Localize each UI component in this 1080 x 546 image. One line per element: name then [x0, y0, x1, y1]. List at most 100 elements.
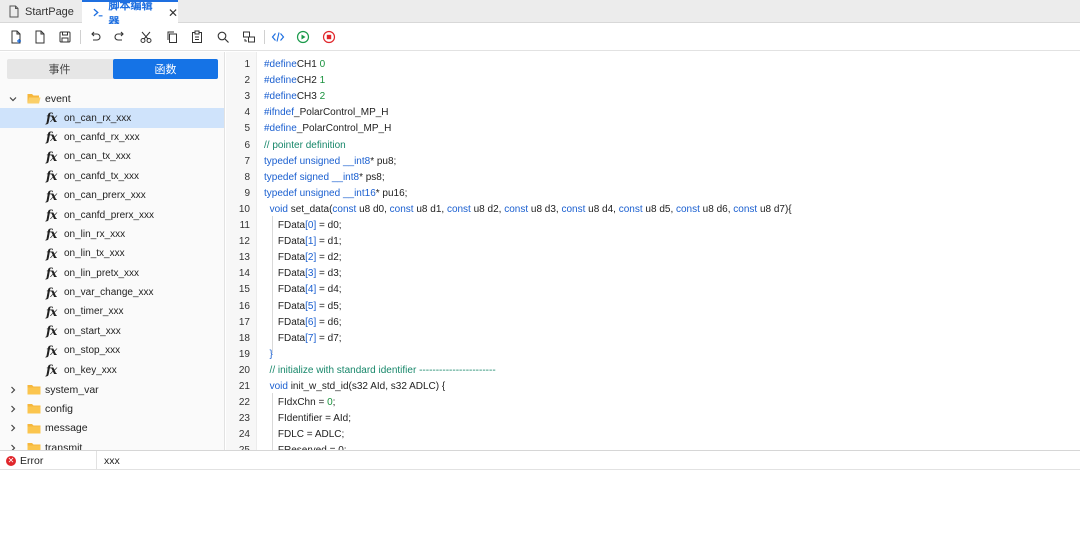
- tab-script-editor[interactable]: 脚本编辑器 ✕: [82, 0, 178, 28]
- output-message: xxx: [104, 454, 120, 467]
- code-line[interactable]: FData[5] = d5;: [264, 299, 342, 315]
- code-text: _PolarControl_MP_H: [294, 107, 389, 119]
- code-line[interactable]: FData[4] = d4;: [264, 282, 342, 298]
- line-number: 7: [244, 155, 250, 167]
- toolbar-separator: [80, 30, 81, 44]
- code-keyword: const: [332, 203, 357, 215]
- code-text: FData: [264, 236, 306, 248]
- tree-folder-label: message: [45, 422, 88, 435]
- chevron-right-icon[interactable]: [8, 404, 18, 414]
- code-line[interactable]: FData[2] = d2;: [264, 250, 342, 266]
- segment-functions[interactable]: 函数: [113, 59, 218, 79]
- output-level-cell: ✕ Error: [0, 451, 97, 470]
- code-line[interactable]: void set_data(const u8 d0, const u8 d1, …: [264, 202, 792, 218]
- code-line[interactable]: FDLC = ADLC;: [264, 427, 344, 443]
- code-keyword: void: [269, 381, 288, 392]
- code-keyword: #define: [264, 91, 297, 103]
- replace-icon[interactable]: [241, 29, 257, 45]
- tree-folder-config[interactable]: config: [0, 399, 224, 418]
- output-row[interactable]: ✕ Error xxx: [0, 451, 1080, 470]
- save-icon[interactable]: [57, 29, 73, 45]
- run-icon[interactable]: [295, 29, 311, 45]
- segment-events[interactable]: 事件: [48, 64, 71, 76]
- code-line[interactable]: void init_w_std_id(s32 AId, s32 ADLC) {: [264, 379, 446, 395]
- chevron-down-icon[interactable]: [8, 94, 18, 104]
- code-keyword: const: [618, 203, 643, 215]
- code-number: 0: [327, 397, 333, 409]
- code-text: u8 d2,: [470, 203, 505, 215]
- tree-folder-system-var[interactable]: system_var: [0, 380, 224, 399]
- tab-startpage[interactable]: StartPage: [0, 0, 80, 23]
- code-keyword: const: [733, 203, 758, 215]
- code-text: = d5;: [316, 300, 342, 312]
- chevron-right-icon[interactable]: [8, 443, 18, 450]
- code-number: 2: [319, 91, 326, 103]
- function-icon: fx: [46, 149, 57, 164]
- open-file-icon[interactable]: [32, 29, 48, 45]
- code-line[interactable]: FReserved = 0;: [264, 443, 347, 450]
- code-line[interactable]: #defineCH2 1: [264, 73, 325, 89]
- code-line[interactable]: #ifndef_PolarControl_MP_H: [264, 105, 389, 121]
- code-line[interactable]: typedef unsigned __int8* pu8;: [264, 154, 396, 170]
- code-keyword: #ifndef: [264, 107, 295, 119]
- code-line[interactable]: FData[6] = d6;: [264, 315, 342, 331]
- code-text: FData: [264, 300, 306, 312]
- code-keyword: typedef unsigned __int8: [264, 155, 371, 167]
- code-line[interactable]: typedef unsigned __int16* pu16;: [264, 186, 407, 202]
- code-line[interactable]: #define_PolarControl_MP_H: [264, 121, 391, 137]
- line-number: 24: [238, 429, 250, 441]
- tree-folder-label: transmit: [45, 441, 83, 450]
- code-line[interactable]: FData[1] = d1;: [264, 234, 342, 250]
- function-icon: fx: [46, 227, 57, 242]
- document-icon: [9, 5, 19, 18]
- tree-function-label: on_canfd_rx_xxx: [64, 131, 140, 143]
- search-icon[interactable]: [215, 29, 231, 45]
- stop-icon[interactable]: [321, 29, 337, 45]
- paste-icon[interactable]: [189, 29, 205, 45]
- new-file-icon[interactable]: [8, 29, 24, 45]
- code-line[interactable]: #defineCH1 0: [264, 57, 325, 73]
- code-text: FData: [264, 316, 306, 328]
- code-line[interactable]: FData[7] = d7;: [264, 331, 342, 347]
- chevron-right-icon[interactable]: [8, 423, 18, 433]
- code-editor[interactable]: 1234567891011121314151617181920212223242…: [226, 52, 1080, 450]
- code-line[interactable]: FData[0] = d0;: [264, 218, 342, 234]
- code-line[interactable]: FIdentifier = AId;: [264, 411, 351, 427]
- code-line[interactable]: typedef signed __int8* ps8;: [264, 170, 385, 186]
- chevron-right-icon[interactable]: [8, 385, 18, 395]
- code-comment: // initialize with standard identifier -…: [264, 364, 496, 376]
- code-text: FData: [264, 220, 306, 231]
- code-line[interactable]: // pointer definition: [264, 138, 346, 154]
- tree-folder-transmit[interactable]: transmit: [0, 438, 224, 450]
- code-line[interactable]: #defineCH3 2: [264, 89, 325, 105]
- code-icon[interactable]: [270, 29, 286, 45]
- redo-icon[interactable]: [112, 29, 128, 45]
- code-line[interactable]: FData[3] = d3;: [264, 266, 342, 282]
- code-text: = d2;: [316, 252, 342, 264]
- copy-icon[interactable]: [164, 29, 180, 45]
- code-keyword: const: [446, 203, 471, 215]
- close-icon[interactable]: ✕: [167, 5, 178, 20]
- undo-icon[interactable]: [87, 29, 103, 45]
- tree-folder-event[interactable]: event: [0, 89, 224, 108]
- code-line[interactable]: }: [264, 347, 273, 363]
- tree-folder-message[interactable]: message: [0, 419, 224, 438]
- code-line[interactable]: // initialize with standard identifier -…: [264, 363, 496, 379]
- code-line[interactable]: FIdxChn = 0;: [264, 395, 336, 411]
- cut-icon[interactable]: [138, 29, 154, 45]
